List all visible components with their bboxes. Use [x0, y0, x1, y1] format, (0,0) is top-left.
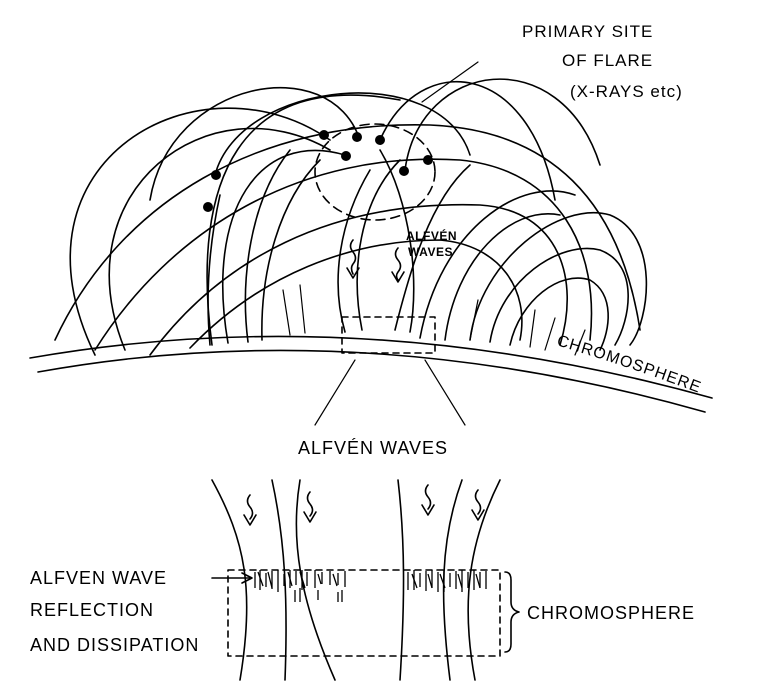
point: [319, 130, 329, 140]
alfven-wave-arrows-upper: [346, 239, 405, 283]
loop-right-5: [444, 213, 561, 341]
alfven-waves-upper-line-1: ALFVÉN: [406, 228, 457, 243]
point: [211, 170, 221, 180]
loop-outer-left: [69, 107, 331, 356]
chromosphere-curved-label: CHROMOSPHERE: [555, 333, 704, 397]
loop-right-3: [509, 277, 609, 351]
loop-top-right: [404, 78, 601, 171]
arc-main-upper: [54, 124, 641, 341]
chromosphere-brace: [504, 571, 520, 653]
point: [399, 166, 409, 176]
point: [352, 132, 362, 142]
arrow-head: [243, 514, 257, 526]
arrow-head: [471, 509, 485, 521]
footpoint-leader-left: [314, 359, 356, 426]
line-center-2: [261, 159, 321, 341]
field-line: [211, 479, 248, 681]
line-center-6: [394, 164, 471, 331]
chromosphere-band-top: [29, 335, 713, 399]
alfven-wave-arrows-lower: [243, 484, 485, 526]
reflection-line-3: AND DISSIPATION: [30, 635, 199, 655]
footpoint-leader-right: [424, 359, 466, 426]
point: [341, 151, 351, 161]
arc-middle: [149, 203, 568, 356]
line-center-4: [337, 169, 371, 333]
primary-site-line-2: OF FLARE: [562, 51, 653, 70]
chromosphere-box: [227, 569, 501, 657]
loop-right-1: [469, 211, 648, 346]
reflection-arrow-head: [241, 572, 253, 584]
base-line-6: [574, 329, 586, 356]
reflection-line-1: ALFVEN WAVE: [30, 568, 167, 588]
wavy-arrow: [246, 494, 254, 520]
loop-top-left-arc: [149, 86, 361, 201]
arrow-head: [303, 511, 317, 523]
primary-site-line-1: PRIMARY SITE: [522, 22, 653, 41]
loop-left-tall: [206, 94, 401, 346]
base-line-2: [299, 284, 306, 334]
point: [203, 202, 213, 212]
field-line: [271, 479, 287, 681]
hatch: [294, 588, 343, 602]
line-center-7: [379, 149, 415, 333]
hatch: [411, 573, 481, 589]
hatch: [257, 571, 338, 589]
base-line-5: [544, 317, 556, 351]
base-line-4: [529, 309, 536, 348]
footpoint-box: [341, 316, 436, 354]
field-line: [397, 479, 405, 681]
line-center-3: [207, 194, 221, 346]
loop-top-center: [214, 92, 471, 176]
base-line-1: [282, 289, 291, 336]
primary-site-line-3: (X-RAYS etc): [570, 82, 683, 101]
wavy-arrow: [306, 491, 314, 517]
wavy-arrow: [349, 239, 357, 275]
field-line: [467, 479, 501, 681]
loop-right-4: [419, 190, 576, 339]
loop-outer-left-2: [108, 127, 331, 351]
reflection-hatching: [254, 570, 487, 602]
wavy-arrow: [474, 489, 482, 515]
hatch: [407, 570, 487, 592]
loop-right-2: [489, 247, 629, 346]
arc-inner: [189, 239, 523, 349]
coronal-loops: [29, 78, 713, 413]
flare-site-leader: [421, 61, 479, 103]
chromosphere-lower-label: CHROMOSPHERE: [527, 603, 695, 623]
line-center-5: [356, 159, 401, 331]
alfven-waves-mid-label: ALFVÉN WAVES: [298, 438, 448, 458]
alfven-waves-upper-line-2: WAVES: [408, 245, 453, 259]
point: [375, 135, 385, 145]
line-center-1: [244, 149, 291, 343]
reflection-line-2: REFLECTION: [30, 600, 154, 620]
loop-right-high: [379, 80, 556, 201]
arrow-head: [346, 267, 360, 279]
wavy-arrow: [424, 484, 432, 510]
point: [423, 155, 433, 165]
loop-left-mid: [221, 149, 346, 344]
lower-field-lines: [211, 479, 501, 681]
wavy-arrow: [394, 247, 402, 281]
arrow-head: [391, 271, 405, 283]
flare-site-circle: [314, 123, 436, 221]
reconnection-points: [203, 130, 433, 212]
base-line-3: [469, 299, 479, 341]
arrow-head: [421, 504, 435, 516]
